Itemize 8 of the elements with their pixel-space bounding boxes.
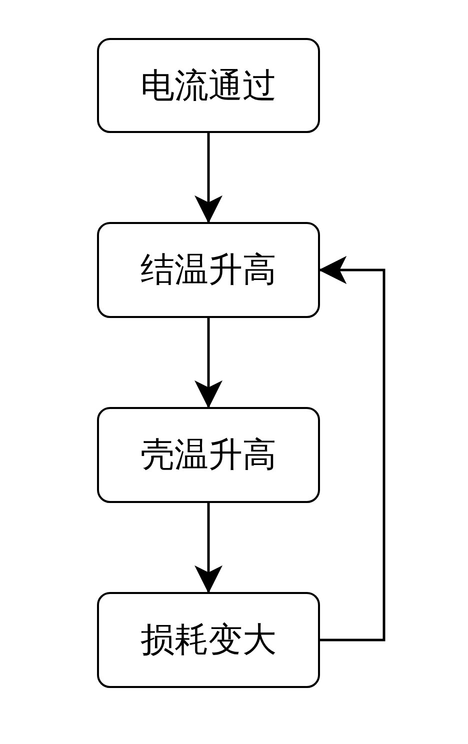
arrow [194,503,222,594]
process-box: 结温升高 [97,222,320,318]
process-box: 电流通过 [97,38,320,133]
arrow [194,133,222,224]
arrow [318,256,386,642]
arrow [194,318,222,408]
process-box: 损耗变大 [97,592,320,688]
process-box: 壳温升高 [97,407,320,503]
